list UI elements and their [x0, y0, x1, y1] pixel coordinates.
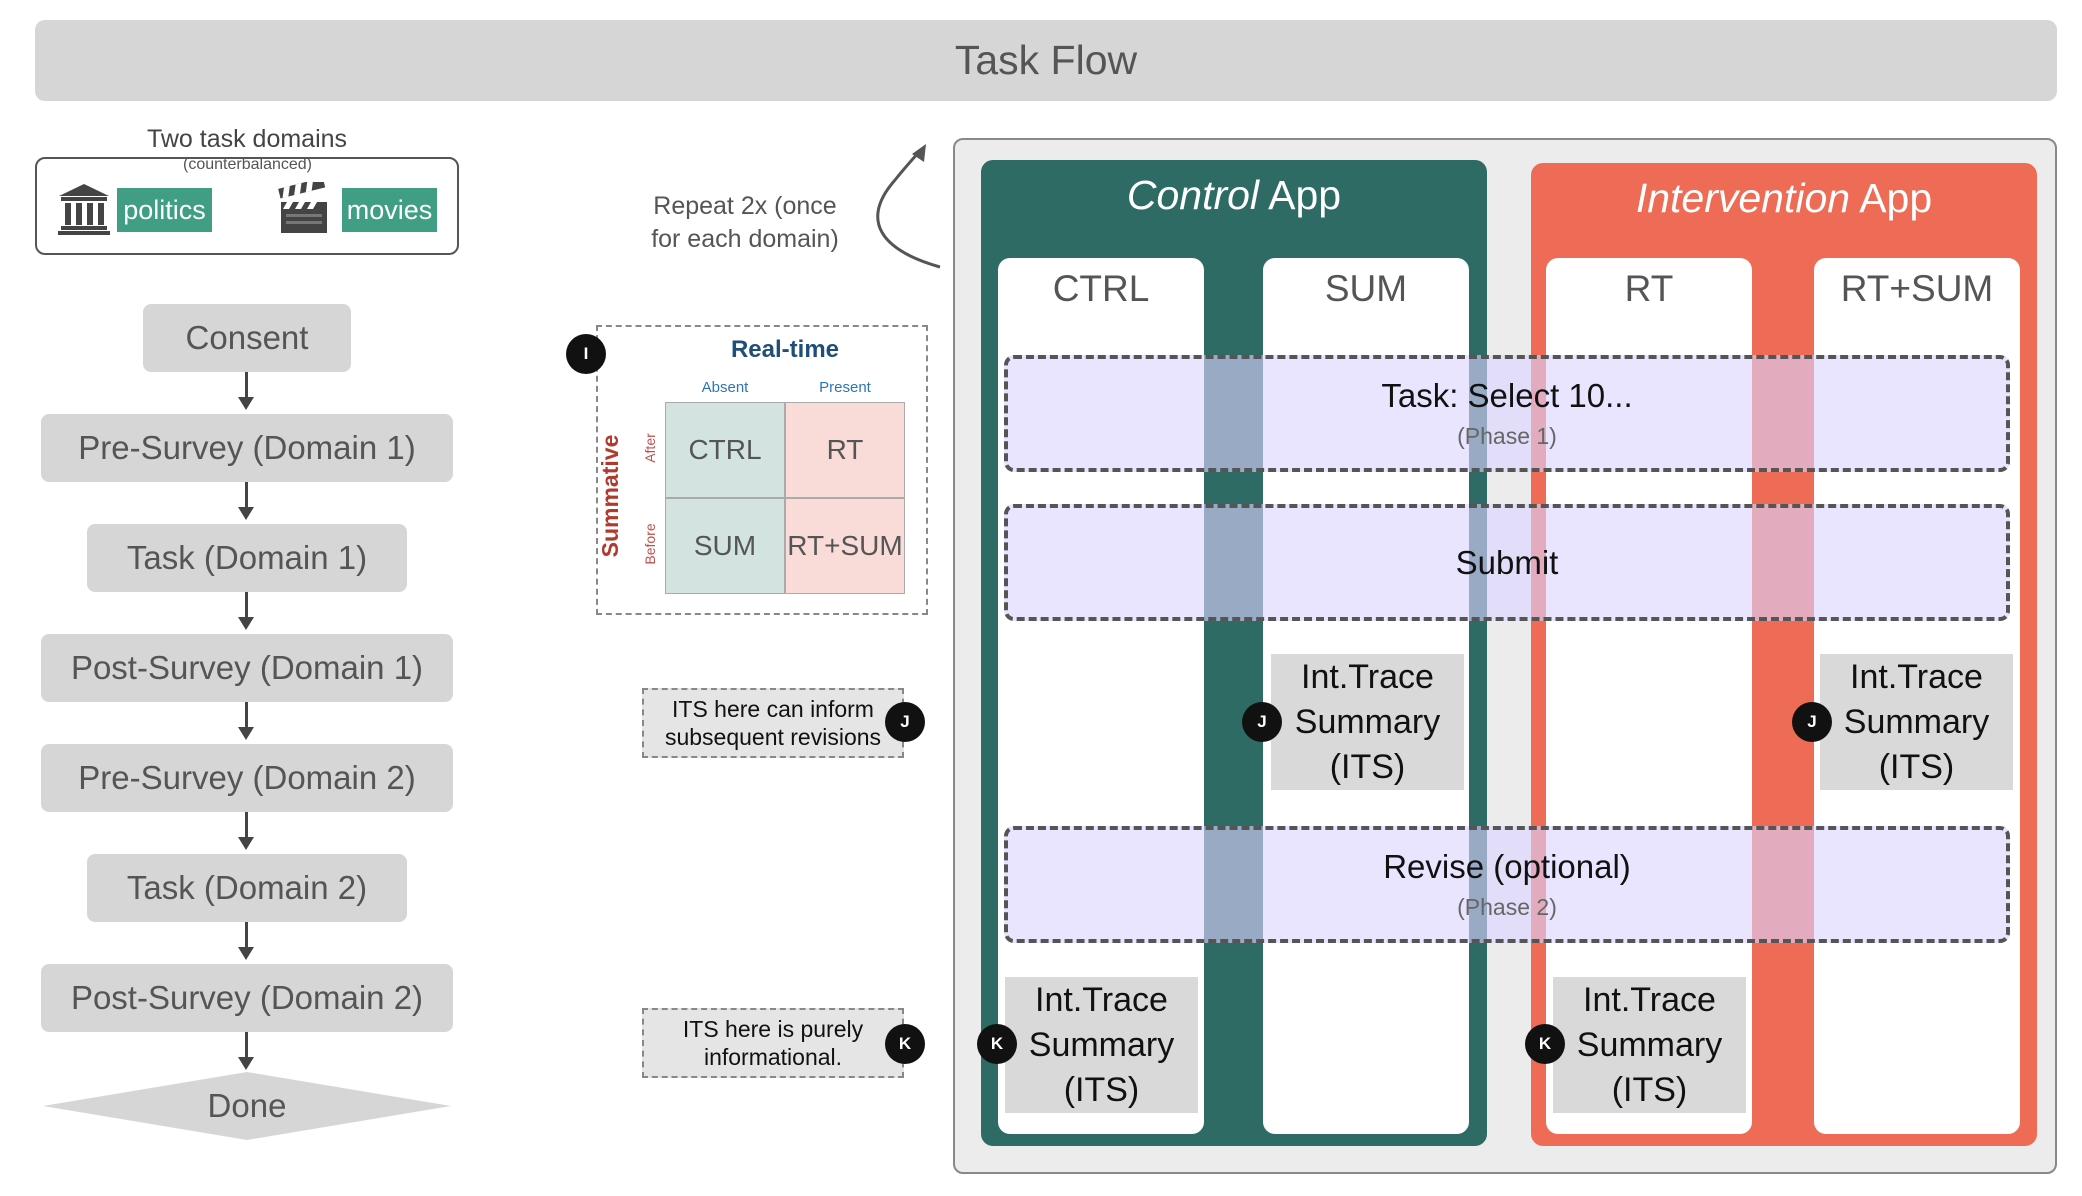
its-line2: Summary [1028, 1025, 1175, 1064]
matrix-col-label-absent: Absent [701, 378, 749, 396]
its-box-rt: Int.Trace Summary (ITS) [1553, 977, 1746, 1113]
control-app-title: Control App [981, 165, 1487, 225]
its-line1: Int.Trace [1850, 657, 1983, 696]
flow-arrow [245, 812, 248, 838]
band-task-sub: (Phase 1) [1457, 423, 1557, 449]
matrix-cell-sum: SUM [665, 498, 785, 594]
repeat-note-line1: Repeat 2x (once [653, 192, 837, 220]
flow-arrow-head [238, 397, 254, 410]
repeat-arrow-icon [876, 144, 941, 269]
badge-i: I [566, 334, 606, 374]
note-j: ITS here can inform subsequent revisions [642, 688, 904, 758]
note-k-line2: informational. [703, 1044, 843, 1070]
its-line2: Summary [1294, 702, 1441, 741]
band-submit: Submit [1004, 504, 2010, 621]
intervention-app-title: Intervention App [1531, 168, 2037, 228]
domain-tag-politics: politics [117, 188, 212, 232]
badge-j: J [1242, 702, 1282, 742]
flow-arrow-head [238, 617, 254, 630]
flow-step-post-survey-1: Post-Survey (Domain 1) [41, 634, 453, 702]
flow-end-diamond [43, 1072, 451, 1140]
its-line3: (ITS) [1063, 1070, 1140, 1109]
flow-arrow [245, 1032, 248, 1058]
band-task-phase-1: Task: Select 10... (Phase 1) [1004, 355, 2010, 472]
note-k: ITS here is purely informational. [642, 1008, 904, 1078]
clapperboard-icon [277, 177, 331, 236]
matrix-cell-rt: RT [785, 402, 905, 498]
band-revise-phase-2: Revise (optional) (Phase 2) [1004, 826, 2010, 943]
note-j-line1: ITS here can inform [672, 696, 874, 722]
flow-arrow-head [238, 507, 254, 520]
badge-k: K [885, 1024, 925, 1064]
flow-arrow [245, 592, 248, 618]
control-app-title-em: Control [1126, 171, 1260, 218]
matrix-col-title: Real-time [730, 336, 840, 363]
its-line3: (ITS) [1329, 747, 1406, 786]
its-line3: (ITS) [1611, 1070, 1688, 1109]
page-title: Task Flow [954, 37, 1138, 83]
flow-step-pre-survey-1: Pre-Survey (Domain 1) [41, 414, 453, 482]
domains-subtitle: (counterbalanced) [183, 156, 312, 173]
flow-arrow [245, 482, 248, 508]
flow-step-consent: Consent [143, 304, 351, 372]
matrix-row-label-before: Before [642, 523, 658, 565]
band-revise-sub: (Phase 2) [1457, 894, 1557, 920]
its-line1: Int.Trace [1035, 980, 1168, 1019]
domains-title: Two task domains [130, 122, 364, 156]
column-ctrl-title: CTRL [1052, 268, 1150, 309]
flow-end-label: Done [207, 1087, 287, 1124]
its-box-sum: Int.Trace Summary (ITS) [1271, 654, 1464, 790]
control-app-title-rest: App [1259, 171, 1342, 218]
flow-arrow [245, 922, 248, 948]
condition-matrix-box [596, 325, 928, 615]
column-rt-title: RT [1624, 268, 1674, 309]
flow-arrow-head [238, 1057, 254, 1070]
flow-step-task-1: Task (Domain 1) [87, 524, 407, 592]
flow-arrow-head [238, 837, 254, 850]
its-line2: Summary [1576, 1025, 1723, 1064]
its-box-ctrl: Int.Trace Summary (ITS) [1005, 977, 1198, 1113]
intervention-app-title-em: Intervention [1635, 174, 1851, 221]
its-line2: Summary [1843, 702, 1990, 741]
matrix-cell-ctrl: CTRL [665, 402, 785, 498]
matrix-col-label-present: Present [819, 378, 871, 396]
repeat-note-line2: for each domain) [651, 225, 839, 253]
badge-k: K [977, 1024, 1017, 1064]
note-j-line2: subsequent revisions [664, 724, 882, 750]
matrix-cell-rt-sum: RT+SUM [785, 498, 905, 594]
flow-arrow-head [238, 727, 254, 740]
its-line3: (ITS) [1878, 747, 1955, 786]
badge-j: J [1792, 702, 1832, 742]
note-k-line1: ITS here is purely [682, 1016, 864, 1042]
flow-arrow [245, 372, 248, 398]
its-line1: Int.Trace [1301, 657, 1434, 696]
matrix-row-title: Summative [596, 434, 623, 558]
its-line1: Int.Trace [1583, 980, 1716, 1019]
column-sum-title: SUM [1324, 268, 1408, 309]
flow-arrow-head [238, 947, 254, 960]
flow-step-pre-survey-2: Pre-Survey (Domain 2) [41, 744, 453, 812]
its-box-rt-sum: Int.Trace Summary (ITS) [1820, 654, 2013, 790]
flow-step-task-2: Task (Domain 2) [87, 854, 407, 922]
band-task-label: Task: Select 10... [1381, 377, 1633, 414]
band-submit-label: Submit [1455, 543, 1559, 581]
header-bar: Task Flow [35, 20, 2057, 101]
badge-j: J [885, 702, 925, 742]
intervention-app-title-rest: App [1850, 174, 1933, 221]
badge-k: K [1525, 1024, 1565, 1064]
column-rt-sum-title: RT+SUM [1840, 268, 1994, 309]
domain-tag-movies: movies [342, 188, 437, 232]
repeat-note: Repeat 2x (once for each domain) [630, 190, 860, 256]
flow-step-post-survey-2: Post-Survey (Domain 2) [41, 964, 453, 1032]
columns-building-icon [57, 182, 111, 236]
band-revise-label: Revise (optional) [1383, 848, 1631, 885]
flow-arrow [245, 702, 248, 728]
matrix-row-label-after: After [642, 433, 658, 463]
